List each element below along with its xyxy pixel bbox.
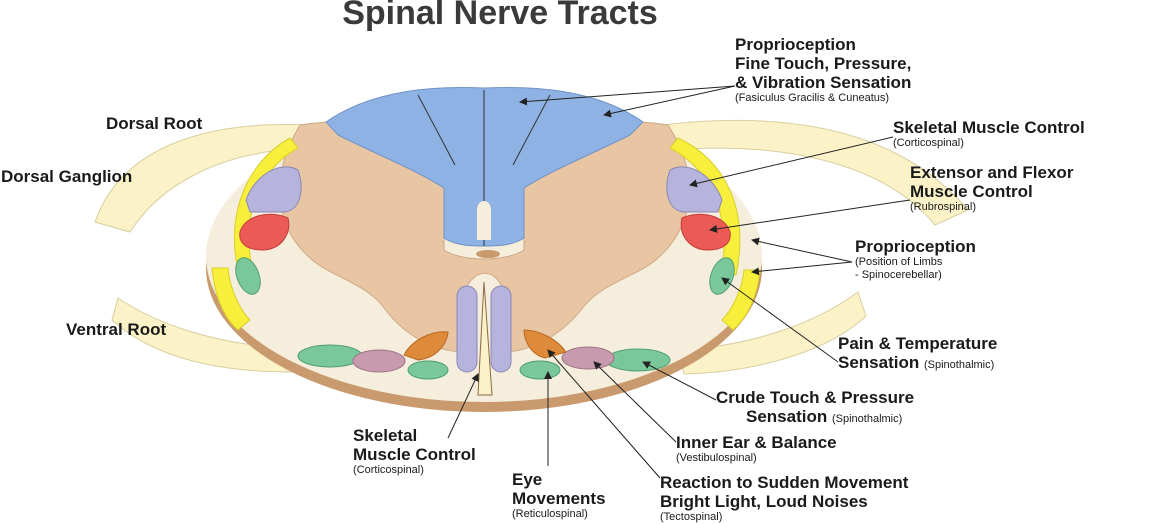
reticulospinal-left: [407, 360, 449, 380]
rubrospinal-right: [680, 213, 731, 251]
anterior-corticospinal-label: Skeletal Muscle Control (Corticospinal): [353, 426, 476, 476]
grey-matter: [279, 121, 690, 353]
anterior-corticospinal-right: [490, 285, 512, 373]
diagram-title: Spinal Nerve Tracts: [342, 0, 658, 32]
vestibulospinal-right: [561, 346, 615, 370]
leader-spinocerebellar-1: [751, 237, 853, 263]
vestibulospinal-label: Inner Ear & Balance (Vestibulospinal): [676, 433, 837, 464]
leader-tectospinal: [547, 349, 661, 479]
reticulospinal-right: [519, 360, 561, 380]
leader-spinocerebellar-2: [751, 261, 853, 276]
right-septum: [512, 94, 551, 166]
dorsal-notch: [477, 201, 491, 240]
leader-lateral-corticospinal: [689, 136, 894, 188]
reticulospinal-label: Eye Movements (Reticulospinal): [512, 470, 606, 520]
dorsal-ganglion-label: Dorsal Ganglion: [1, 167, 133, 186]
spinocerebellar-left-lower: [211, 267, 251, 331]
dorsal-root-label: Dorsal Root: [106, 114, 203, 133]
leader-anterior-corticospinal: [447, 373, 479, 439]
central-canal: [476, 250, 500, 258]
lateral-corticospinal-label: Skeletal Muscle Control (Corticospinal): [893, 118, 1085, 149]
vestibulospinal-left: [352, 349, 406, 373]
rubrospinal-left: [239, 213, 290, 251]
fasciculus-label: Proprioception Fine Touch, Pressure, & V…: [735, 35, 912, 104]
lateral-spinothalamic-left: [235, 257, 261, 295]
spinocerebellar-label: Proprioception (Position of Limbs - Spin…: [855, 237, 976, 281]
anterior-spinothalamic-label: Crude Touch & Pressure Sensation (Spinot…: [716, 388, 915, 426]
anterior-fissure: [477, 281, 493, 396]
leader-anterior-spinothalamic: [642, 361, 717, 401]
right-ventral-root: [679, 291, 867, 375]
leader-vestibulospinal: [593, 361, 677, 443]
lateral-corticospinal-left: [245, 166, 302, 213]
anterior-spinothalamic-left: [297, 344, 363, 368]
anterior-corticospinal-left: [456, 285, 478, 373]
spinocerebellar-right-lower: [721, 269, 761, 331]
right-dorsal-root: [661, 119, 969, 226]
lateral-spinothalamic-label: Pain & Temperature Sensation (Spinothalm…: [838, 334, 998, 372]
tectospinal-left: [403, 331, 449, 361]
leader-fasciculus-1: [519, 85, 736, 106]
leader-lateral-spinothalamic: [721, 277, 839, 363]
anterior-spinothalamic-right: [605, 348, 671, 372]
ventral-root-label: Ventral Root: [66, 320, 167, 339]
left-septum: [417, 94, 456, 166]
leader-rubrospinal: [709, 199, 911, 233]
tectospinal-label: Reaction to Sudden Movement Bright Light…: [660, 473, 909, 523]
rubrospinal-label: Extensor and Flexor Muscle Control (Rubr…: [910, 163, 1074, 213]
leader-fasciculus-2: [603, 85, 736, 118]
